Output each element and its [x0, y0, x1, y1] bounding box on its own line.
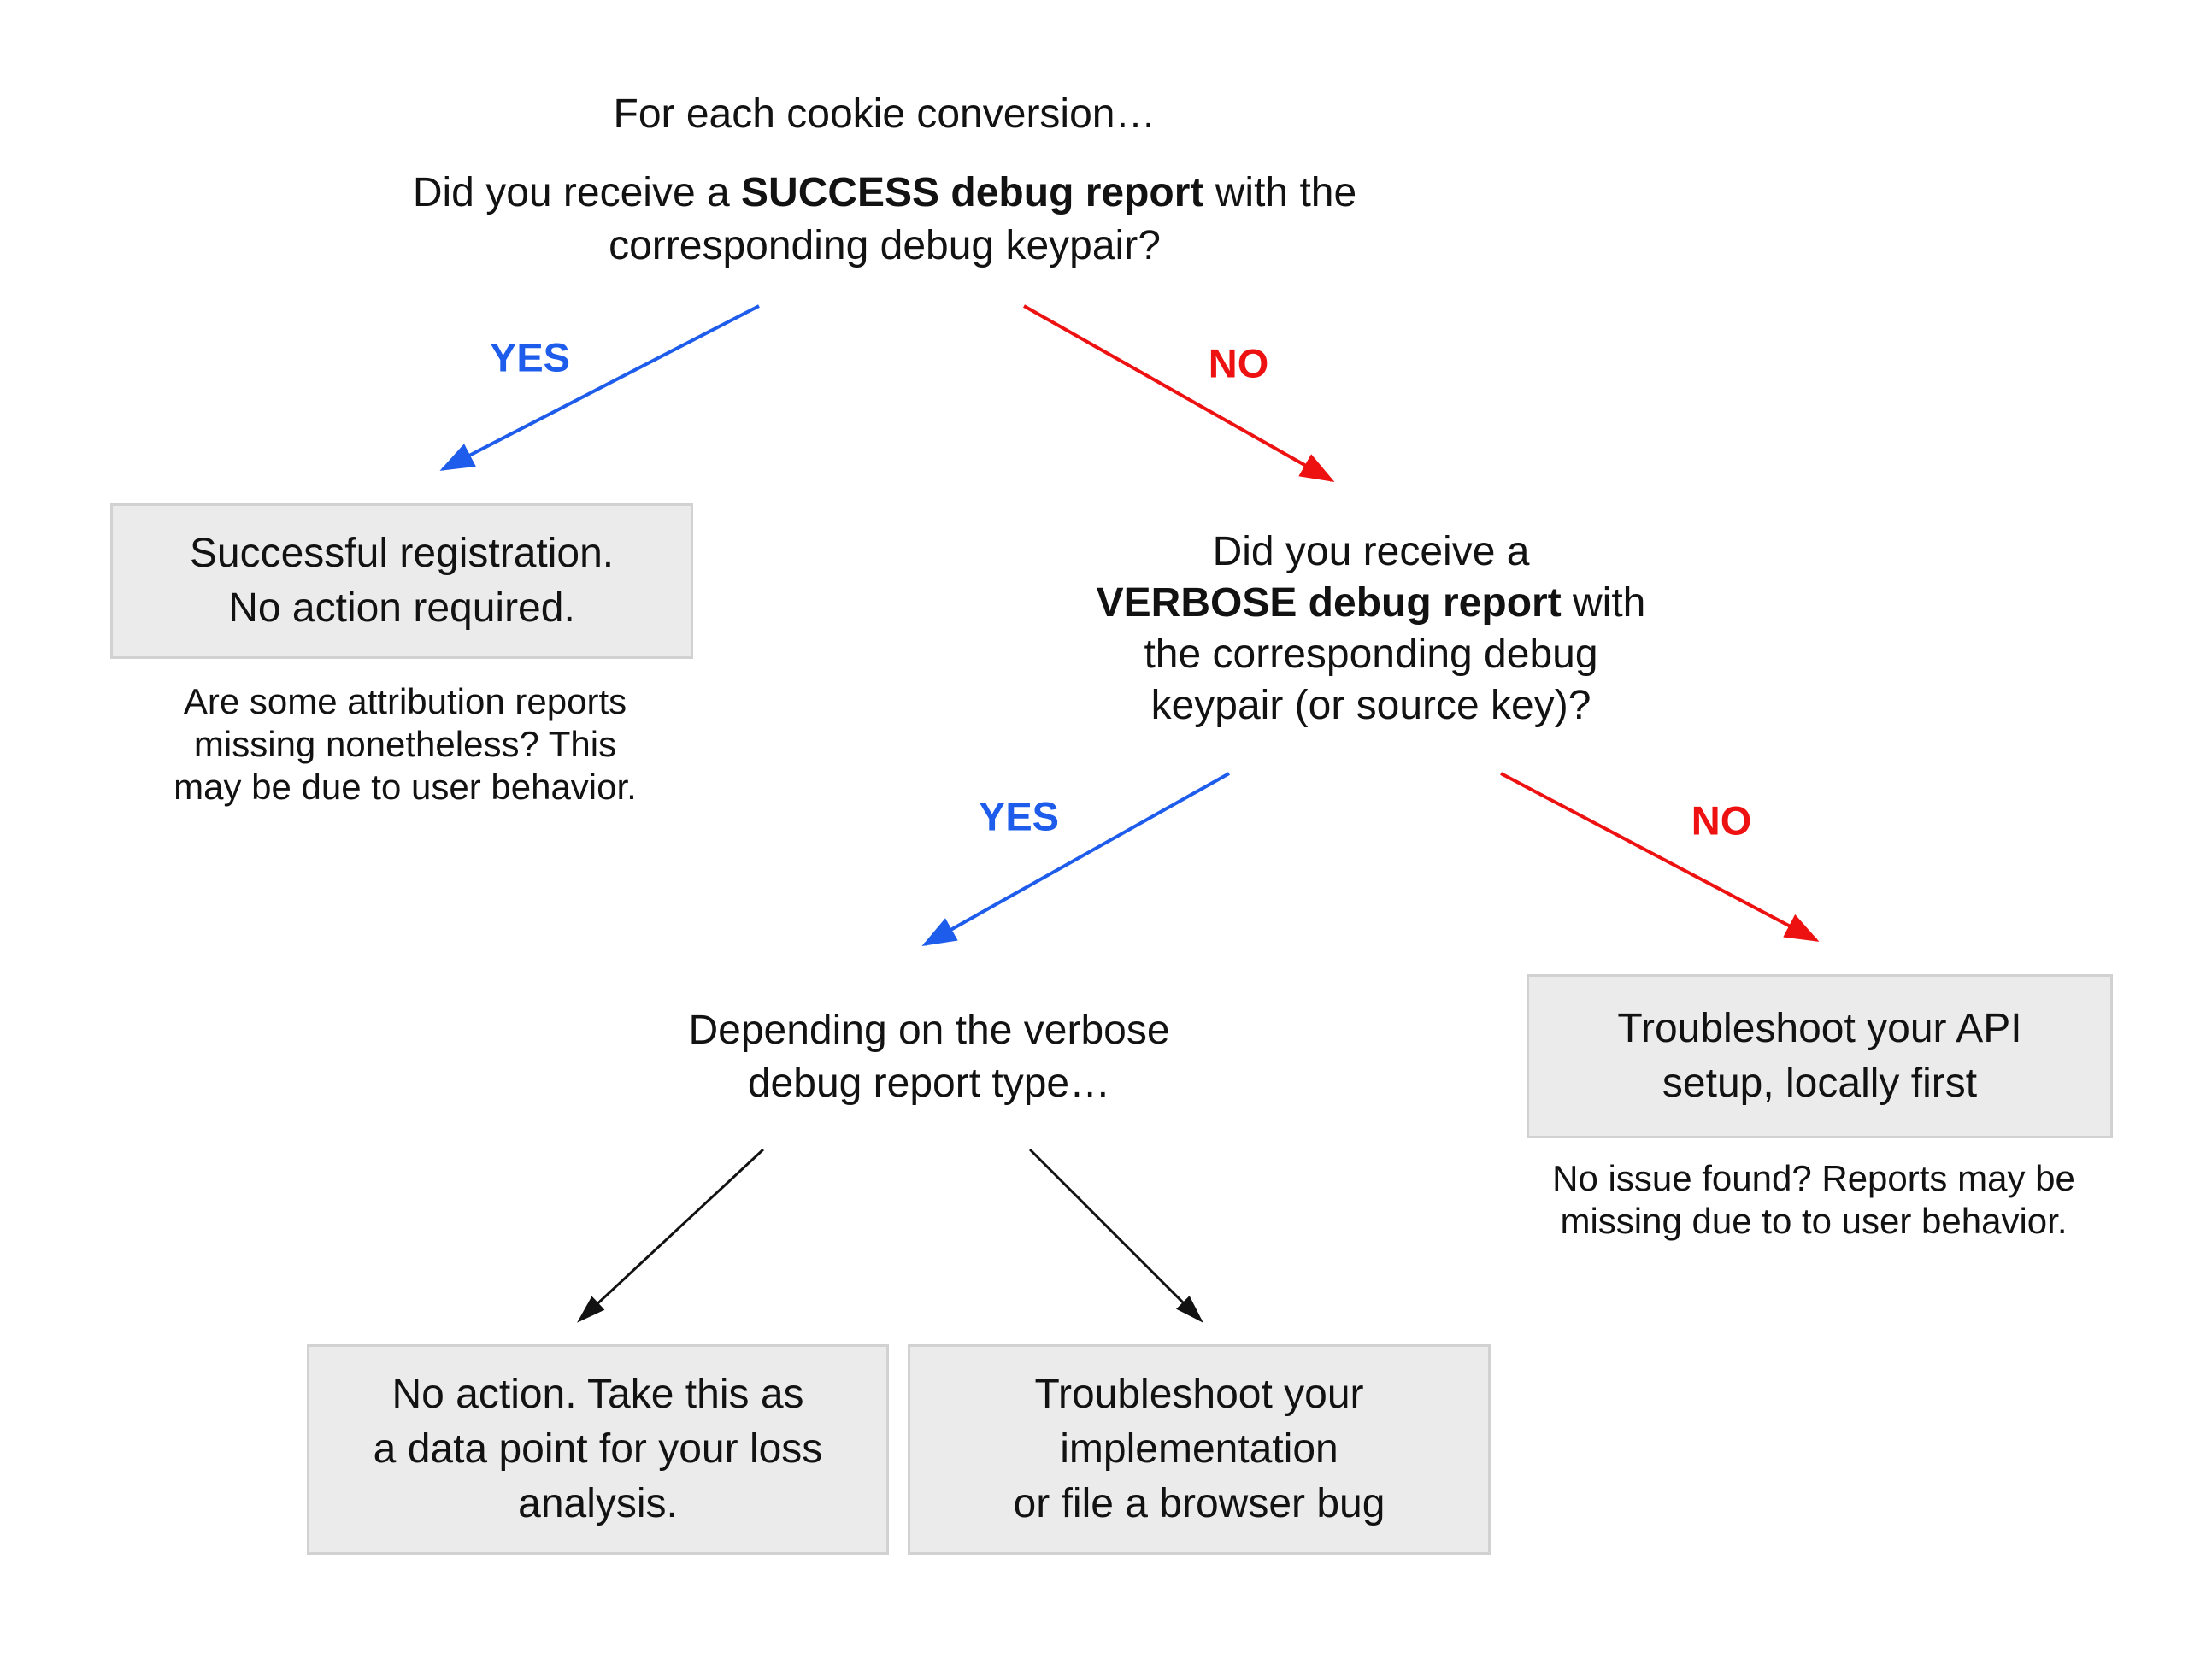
- question2-line2-post: with: [1561, 580, 1646, 626]
- api-note-line1: No issue found? Reports may be: [1552, 1158, 2075, 1198]
- question1-line2: corresponding debug keypair?: [609, 223, 1161, 268]
- no-action-line1: No action. Take this as: [391, 1372, 804, 1417]
- success-note-line3: may be due to user behavior.: [174, 767, 637, 807]
- api-box-line2: setup, locally first: [1662, 1061, 1978, 1106]
- troubleshoot-implementation-box: Troubleshoot your implementation or file…: [908, 1344, 1491, 1555]
- success-note-line2: missing nonetheless? This: [193, 724, 617, 764]
- success-note-line1: Are some attribution reports: [183, 681, 627, 721]
- no-action-line2: a data point for your loss: [373, 1426, 823, 1472]
- no-action-box: No action. Take this as a data point for…: [307, 1344, 889, 1555]
- no-arrow-2: [1500, 772, 1820, 942]
- intro-title: For each cookie conversion…: [614, 88, 1156, 141]
- success-note: Are some attribution reports missing non…: [174, 680, 637, 808]
- impl-box-line2: implementation: [1060, 1426, 1338, 1472]
- yes-arrow-1: [439, 304, 760, 471]
- success-box-line2: No action required.: [228, 585, 575, 631]
- no-label-2: NO: [1691, 797, 1752, 844]
- success-registration-box: Successful registration. No action requi…: [110, 503, 693, 659]
- success-box-line1: Successful registration.: [189, 531, 615, 576]
- verbose-node-line2: debug report type…: [747, 1061, 1111, 1106]
- question1-pre: Did you receive a: [412, 170, 742, 215]
- yes-label-2: YES: [978, 793, 1060, 839]
- question1-post: with the: [1203, 170, 1357, 215]
- api-note: No issue found? Reports may be missing d…: [1552, 1157, 2075, 1243]
- api-note-line2: missing due to to user behavior.: [1560, 1201, 2068, 1241]
- verbose-right-arrow: [1028, 1148, 1203, 1323]
- no-action-line3: analysis.: [518, 1481, 678, 1526]
- question2-line2: VERBOSE debug report with: [1097, 578, 1646, 629]
- no-label-1: NO: [1208, 340, 1269, 386]
- intro-title-text: For each cookie conversion…: [613, 91, 1156, 137]
- verbose-left-arrow: [577, 1148, 765, 1323]
- question-verbose-report: Did you receive a VERBOSE debug report w…: [1097, 526, 1646, 732]
- question-success-report: Did you receive a SUCCESS debug report w…: [413, 167, 1356, 273]
- question2-line4: keypair (or source key)?: [1150, 683, 1591, 728]
- question2-line1: Did you receive a: [1212, 529, 1530, 574]
- api-box-line1: Troubleshoot your API: [1617, 1006, 2022, 1051]
- no-arrow-1: [1023, 304, 1335, 482]
- impl-box-line1: Troubleshoot your: [1034, 1372, 1364, 1417]
- question1-bold: SUCCESS debug report: [741, 170, 1204, 215]
- impl-box-line3: or file a browser bug: [1013, 1481, 1385, 1526]
- yes-label-1: YES: [489, 334, 571, 380]
- question2-line3: the corresponding debug: [1144, 632, 1598, 677]
- verbose-type-node: Depending on the verbose debug report ty…: [688, 1004, 1169, 1110]
- question1-line1: Did you receive a SUCCESS debug report w…: [413, 167, 1356, 220]
- troubleshoot-api-box: Troubleshoot your API setup, locally fir…: [1527, 974, 2113, 1138]
- verbose-node-line1: Depending on the verbose: [688, 1008, 1170, 1053]
- yes-arrow-2: [921, 772, 1230, 946]
- question2-bold: VERBOSE debug report: [1096, 580, 1562, 626]
